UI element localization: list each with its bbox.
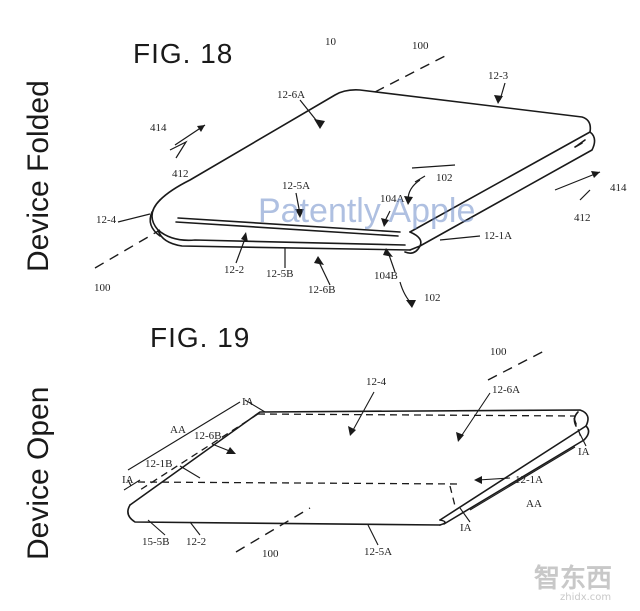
fig18-label-102-top: 102 xyxy=(436,172,453,184)
fig18-label-104A: 104A xyxy=(380,193,405,205)
watermark-text: Patently Apple xyxy=(258,192,476,230)
fig19-label-12-5A: 12-5A xyxy=(364,546,393,558)
fig18-label-104B: 104B xyxy=(374,270,398,282)
fig18-label-12-6B: 12-6B xyxy=(308,284,336,296)
fig18-label-12-1A: 12-1A xyxy=(484,230,513,242)
fig18-label-12-2: 12-2 xyxy=(224,264,245,276)
site-logo-url: zhidx.com xyxy=(560,592,612,603)
fig19-label-12-6A: 12-6A xyxy=(492,384,521,396)
fig18-label-100-bottom: 100 xyxy=(94,282,111,294)
fig19-label-IA-left: IA xyxy=(122,474,134,486)
fig19-title: FIG. 19 xyxy=(150,322,251,353)
fig18-label-414-left: 414 xyxy=(150,122,167,134)
fig18-label-102-bottom: 102 xyxy=(424,292,441,304)
fig18-label-10: 10 xyxy=(325,36,336,48)
fig18-title: FIG. 18 xyxy=(133,38,234,69)
fig19-label-12-1A: 12-1A xyxy=(515,474,544,486)
fig18-label-12-4: 12-4 xyxy=(96,214,117,226)
fig19-label-IA-bottom: IA xyxy=(460,522,472,534)
fig18-label-12-5A: 12-5A xyxy=(282,180,311,192)
fig18-label-414-right: 414 xyxy=(610,182,627,194)
fig19-label-12-1B: 12-1B xyxy=(145,458,173,470)
fig18-label-12-6A: 12-6A xyxy=(277,89,306,101)
fig18-label-12-5B: 12-5B xyxy=(266,268,294,280)
fig19-label-100-top: 100 xyxy=(490,346,507,358)
fig18-label-412-left: 412 xyxy=(172,168,189,180)
fig19-label-15-5B: 15-5B xyxy=(142,536,170,548)
fig18-label-12-3: 12-3 xyxy=(488,70,509,82)
fig19-label-12-6B: 12-6B xyxy=(194,430,222,442)
fig19-label-AA-right: AA xyxy=(526,498,542,510)
site-logo: 智东西 xyxy=(534,564,613,594)
fig19-label-IA-right: IA xyxy=(578,446,590,458)
fig18-label-412-right: 412 xyxy=(574,212,591,224)
fig18-label-100-top: 100 xyxy=(412,40,429,52)
fig19-label-AA-left: AA xyxy=(170,424,186,436)
fig19-label-IA-top: IA xyxy=(242,396,254,408)
fig19-label-12-4: 12-4 xyxy=(366,376,387,388)
fig19-label-100-bottom: 100 xyxy=(262,548,279,560)
fig19-label-12-2: 12-2 xyxy=(186,536,207,548)
